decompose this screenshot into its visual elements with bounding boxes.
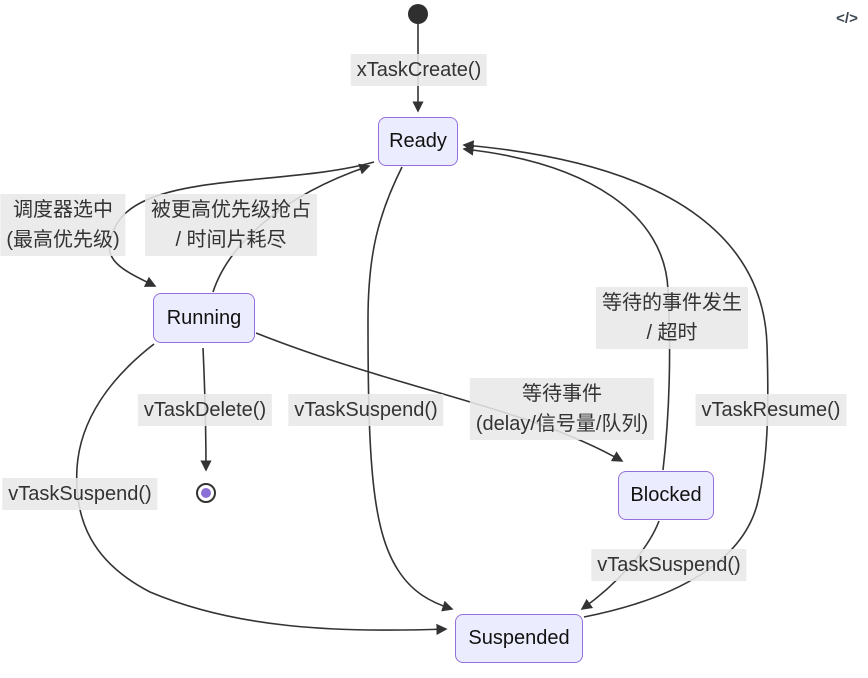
label-vtaskresume: vTaskResume() [695, 394, 847, 426]
label-wait-event-line2: (delay/信号量/队列) [475, 413, 649, 435]
label-preempted-line1: 被更高优先级抢占 [151, 199, 311, 221]
label-wait-event-line1: 等待事件 [522, 383, 602, 405]
final-state-inner-dot [201, 488, 211, 498]
state-running: Running [153, 293, 255, 343]
label-vtaskdelete: vTaskDelete() [137, 394, 273, 426]
label-preempted: 被更高优先级抢占 / 时间片耗尽 [145, 194, 317, 256]
edge-blocked-to-ready [462, 144, 671, 471]
label-event-occurred-line1: 等待的事件发生 [602, 292, 742, 314]
state-suspended: Suspended [455, 614, 583, 663]
label-event-occurred-line2: / 超时 [646, 322, 698, 344]
label-wait-event: 等待事件 (delay/信号量/队列) [469, 378, 655, 440]
label-preempted-line2: / 时间片耗尽 [175, 229, 287, 251]
label-scheduler-selected: 调度器选中 (最高优先级) [0, 194, 126, 256]
edge-running-to-blocked [255, 332, 624, 462]
label-scheduler-selected-line1: 调度器选中 [12, 199, 113, 221]
label-vtasksuspend-from-blocked: vTaskSuspend() [591, 549, 747, 581]
label-event-occurred: 等待的事件发生 / 超时 [596, 287, 748, 349]
label-vtasksuspend-from-ready: vTaskSuspend() [288, 394, 444, 426]
label-vtasksuspend-from-running: vTaskSuspend() [2, 478, 158, 510]
state-blocked: Blocked [618, 471, 714, 520]
label-scheduler-selected-line2: (最高优先级) [6, 229, 120, 251]
state-ready: Ready [378, 117, 458, 166]
initial-state-dot [408, 4, 428, 24]
edge-ready-to-running [108, 161, 375, 287]
edge-ready-to-suspended [367, 166, 454, 612]
final-state-dot [196, 483, 216, 503]
code-view-toggle-icon[interactable]: </> [836, 9, 858, 27]
edge-running-to-suspended [75, 343, 448, 635]
label-xtaskcreate: xTaskCreate() [350, 54, 488, 86]
